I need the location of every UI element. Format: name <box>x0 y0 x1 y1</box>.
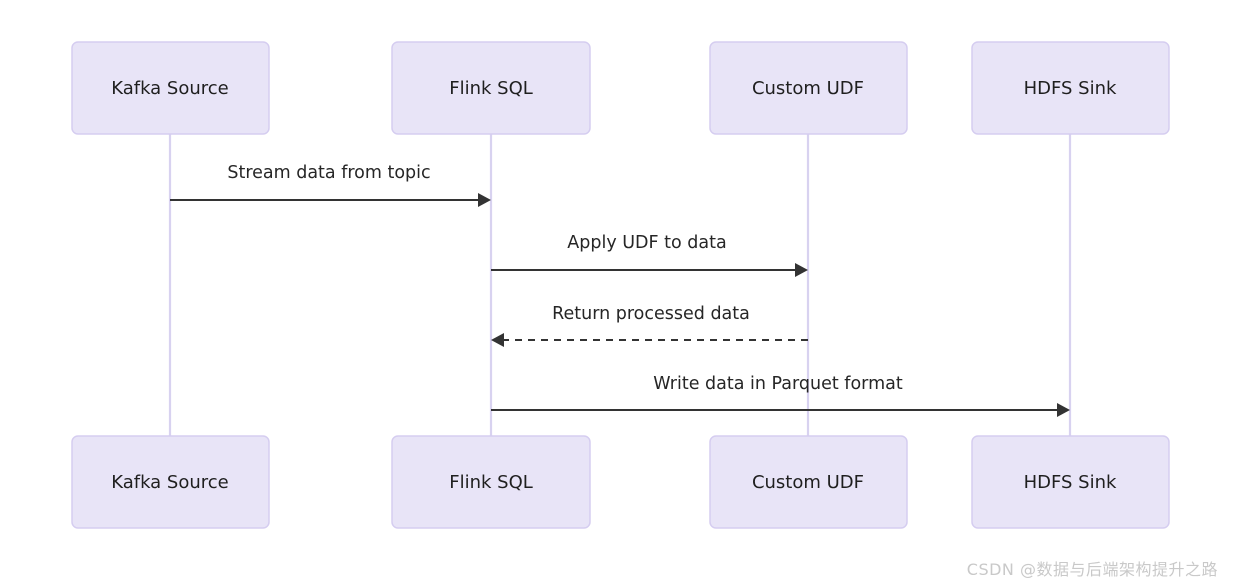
participant-hdfs-top[interactable]: HDFS Sink <box>971 41 1170 135</box>
participant-box-udf-bottom[interactable] <box>709 435 908 529</box>
participant-label-udf-top: Custom UDF <box>752 78 864 99</box>
message-label-2: Apply UDF to data <box>567 233 726 253</box>
message-arrowhead-3 <box>491 333 504 347</box>
message-2[interactable]: Apply UDF to data <box>491 233 808 277</box>
participant-box-udf-top[interactable] <box>709 41 908 135</box>
participant-flink-top[interactable]: Flink SQL <box>391 41 591 135</box>
message-4[interactable]: Write data in Parquet format <box>491 374 1070 417</box>
message-3[interactable]: Return processed data <box>491 304 808 347</box>
participant-label-flink-bottom: Flink SQL <box>449 472 533 493</box>
participant-label-hdfs-bottom: HDFS Sink <box>1024 472 1117 493</box>
participant-flink-bottom[interactable]: Flink SQL <box>391 435 591 529</box>
message-arrowhead-4 <box>1057 403 1070 417</box>
participant-label-udf-bottom: Custom UDF <box>752 472 864 493</box>
participant-box-hdfs-bottom[interactable] <box>971 435 1170 529</box>
message-1[interactable]: Stream data from topic <box>170 163 491 207</box>
participant-box-flink-bottom[interactable] <box>391 435 591 529</box>
lifelines-layer <box>168 134 1072 436</box>
participant-label-kafka-bottom: Kafka Source <box>111 472 229 493</box>
message-label-1: Stream data from topic <box>227 163 430 183</box>
participant-label-flink-top: Flink SQL <box>449 78 533 99</box>
participant-box-kafka-bottom[interactable] <box>71 435 270 529</box>
participant-box-hdfs-top[interactable] <box>971 41 1170 135</box>
participants-top-layer: Kafka Source Flink SQL Custom UDF HDFS Sink <box>71 41 1170 135</box>
participant-udf-top[interactable]: Custom UDF <box>709 41 908 135</box>
participants-bottom-layer: Kafka Source Flink SQL Custom UDF HDFS Sink <box>71 435 1170 529</box>
participant-kafka-top[interactable]: Kafka Source <box>71 41 270 135</box>
participant-box-kafka-top[interactable] <box>71 41 270 135</box>
participant-label-hdfs-top: HDFS Sink <box>1024 78 1117 99</box>
message-label-4: Write data in Parquet format <box>653 374 903 394</box>
watermark: CSDN @数据与后端架构提升之路 <box>966 560 1218 579</box>
message-arrowhead-2 <box>795 263 808 277</box>
message-label-3: Return processed data <box>552 304 750 324</box>
message-arrowhead-1 <box>478 193 491 207</box>
participant-udf-bottom[interactable]: Custom UDF <box>709 435 908 529</box>
participant-box-flink-top[interactable] <box>391 41 591 135</box>
participant-label-kafka-top: Kafka Source <box>111 78 229 99</box>
participant-kafka-bottom[interactable]: Kafka Source <box>71 435 270 529</box>
participant-hdfs-bottom[interactable]: HDFS Sink <box>971 435 1170 529</box>
